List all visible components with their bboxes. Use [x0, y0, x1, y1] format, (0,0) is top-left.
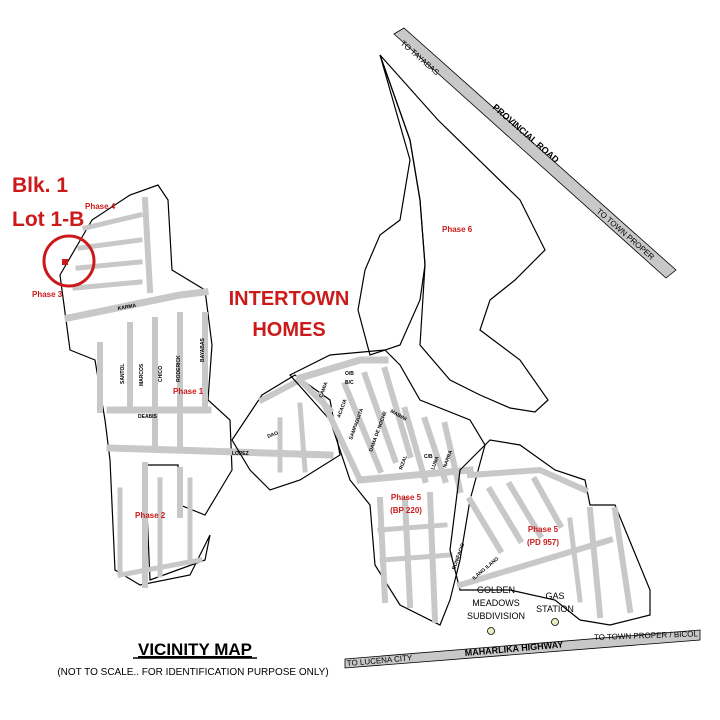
label-to-town-proper: TO TOWN PROPER: [595, 207, 656, 262]
label-phase-5-pd957-sub: (PD 957): [527, 538, 559, 547]
phase-5-pd957-block: [449, 439, 651, 626]
street-narra: NARRA: [442, 449, 454, 468]
label-golden-meadows-3: SUBDIVISION: [467, 611, 525, 621]
street-acacia: ACACIA: [336, 398, 348, 419]
label-golden-meadows-1: GOLDEN: [477, 585, 515, 595]
lot-marker-block: Blk. 1: [12, 174, 68, 197]
lot-marker-square: [62, 259, 68, 265]
street-luna: LUNA: [430, 455, 441, 470]
label-gas-station-2: STATION: [536, 604, 574, 614]
phase-6-parcel-east: [379, 54, 549, 413]
street-camia: CAMIA: [318, 381, 329, 399]
street-deabis: DEABIS: [138, 414, 158, 420]
street-bc: B/C: [345, 380, 354, 386]
street-karma: KARMA: [117, 303, 137, 312]
street-marcos: MARCOS: [139, 363, 145, 386]
street-santol: SANTOL: [120, 364, 126, 384]
label-phase-5-bp220-sub: (BP 220): [390, 506, 422, 515]
provincial-road: [393, 27, 677, 279]
lot-marker-circle: [42, 234, 96, 288]
phase-6-parcel: [357, 54, 426, 356]
gas-station-dot: [551, 618, 559, 626]
label-phase-5-pd957: Phase 5: [528, 525, 559, 534]
golden-meadows-dot: [487, 627, 495, 635]
street-ob: O/B: [345, 371, 354, 377]
maharlika-highway: [344, 629, 701, 669]
phase-5-bp220-block: [289, 349, 486, 626]
street-rizal: RIZAL: [398, 455, 409, 471]
label-gas-station-1: GAS: [545, 591, 564, 601]
street-dao: DAO: [267, 430, 280, 439]
label-to-town-proper-bicol: TO TOWN PROPER / BICOL: [594, 629, 699, 642]
label-golden-meadows-2: MEADOWS: [472, 598, 520, 608]
street-lopez: LOPEZ: [232, 451, 249, 457]
street-cb: C/B: [424, 454, 433, 460]
label-phase-5-bp220: Phase 5: [391, 493, 422, 502]
street-roderick: RODERICK: [176, 355, 182, 382]
label-phase-1: Phase 1: [173, 387, 204, 396]
street-chico: CHICO: [158, 366, 164, 382]
label-to-lucena-city: TO LUCENA CITY: [346, 653, 413, 668]
label-phase-2: Phase 2: [135, 511, 166, 520]
map-subtitle: (NOT TO SCALE.. FOR IDENTIFICATION PURPO…: [57, 667, 328, 678]
label-phase-4: Phase 4: [85, 202, 116, 211]
label-provincial-road: PROVINCIAL ROAD: [491, 102, 562, 165]
lot-marker-lot: Lot 1-B: [12, 208, 84, 231]
street-bayabas: BAYABAS: [200, 338, 206, 362]
label-maharlika-highway: MAHARLIKA HIGHWAY: [464, 639, 563, 658]
map-title: VICINITY MAP: [138, 640, 252, 659]
phase-1-4-block: [59, 184, 334, 588]
label-phase-3: Phase 3: [32, 290, 63, 299]
project-name-line1: INTERTOWN: [229, 288, 350, 310]
project-name-line2: HOMES: [252, 319, 325, 341]
label-phase-6: Phase 6: [442, 225, 473, 234]
